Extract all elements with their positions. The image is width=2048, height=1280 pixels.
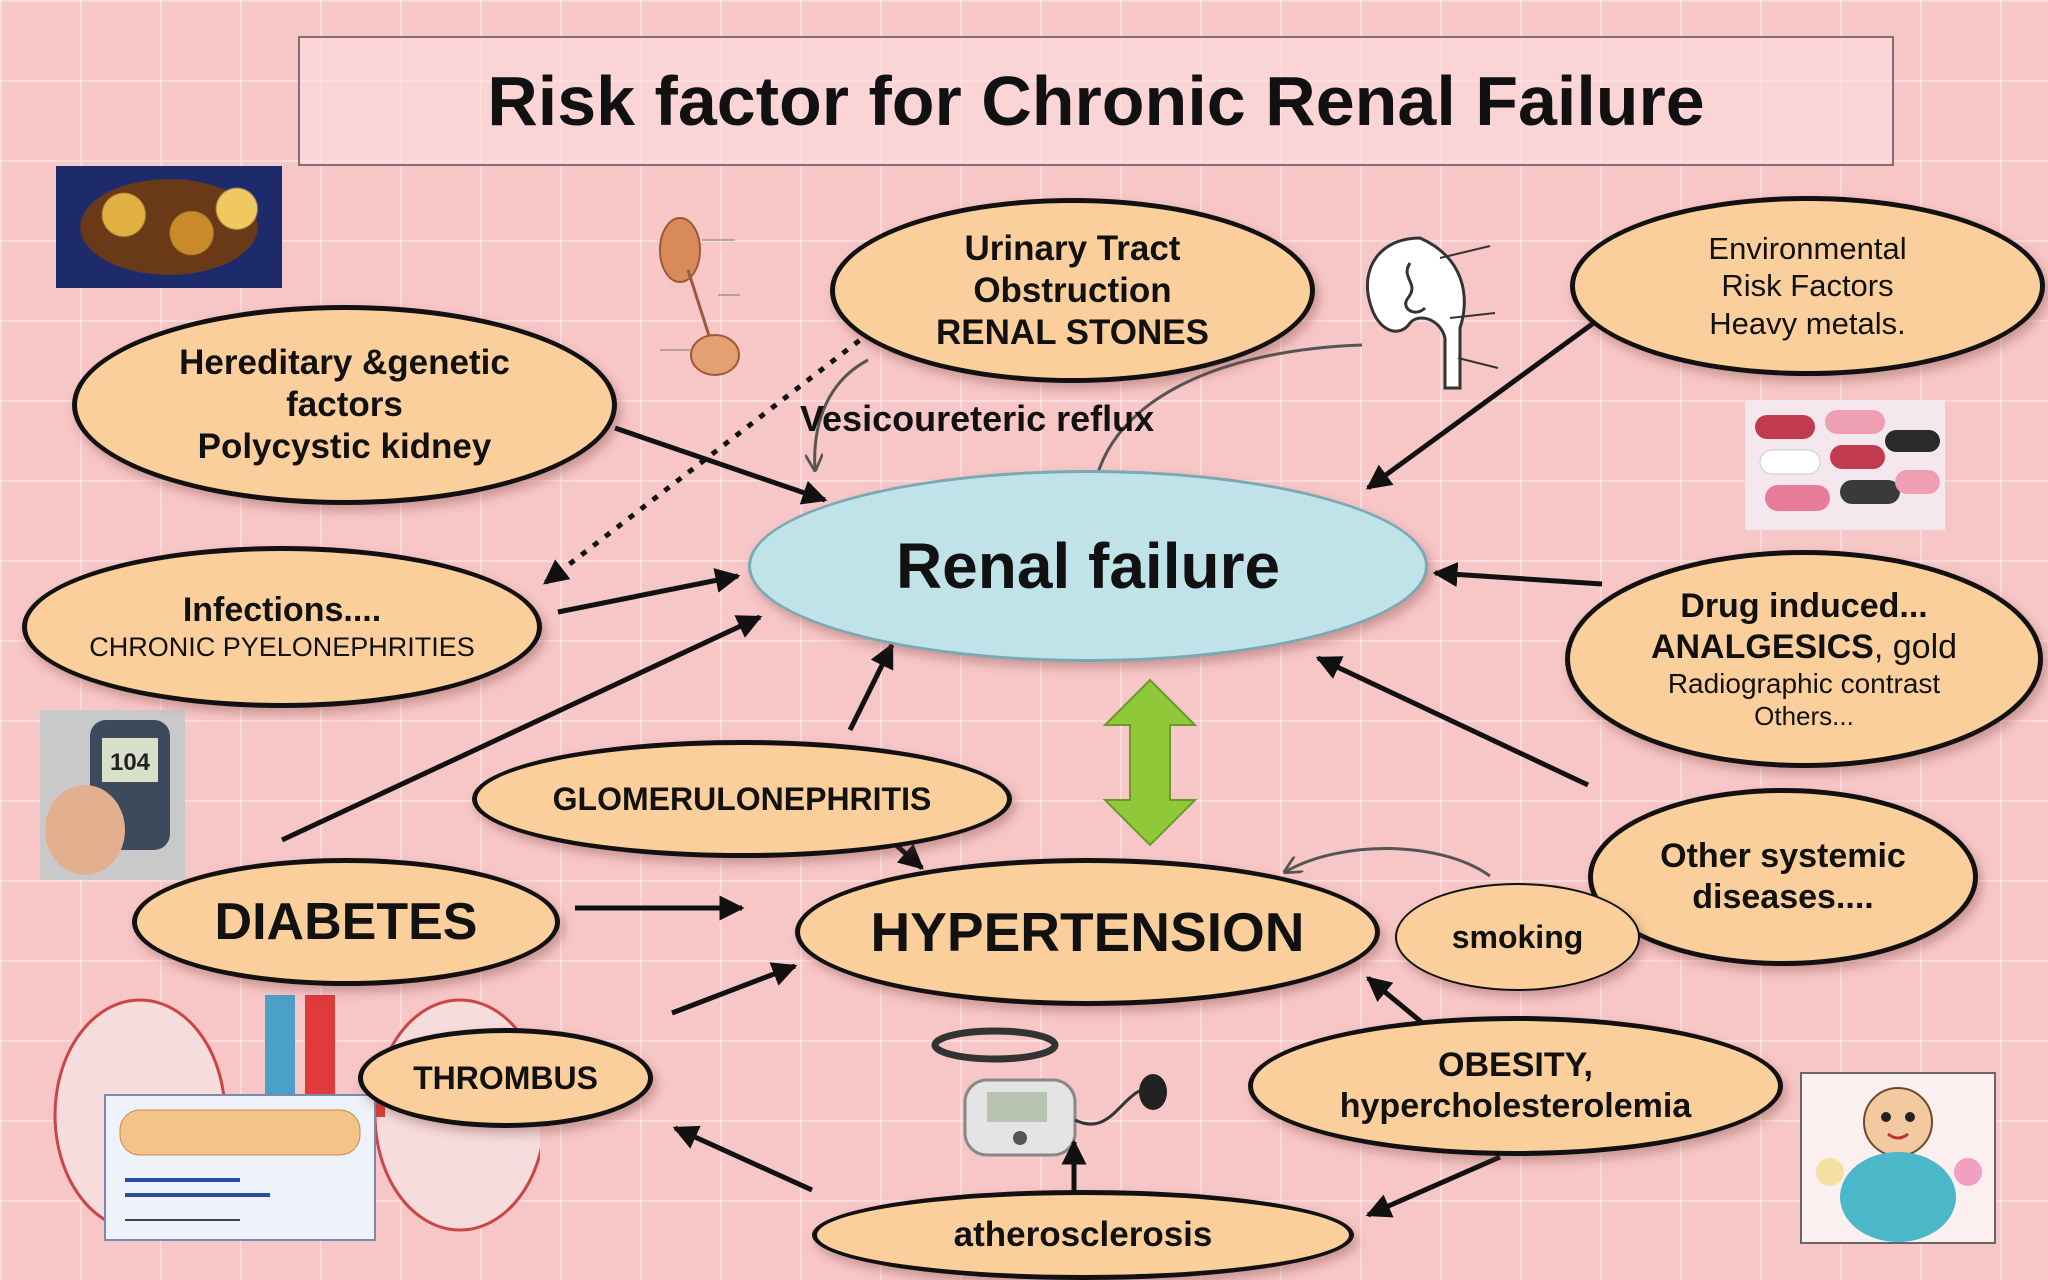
node-obesity-line1: OBESITY, <box>1438 1046 1593 1085</box>
node-diabetes: DIABETES <box>132 858 560 986</box>
node-atherosclerosis-label: atherosclerosis <box>953 1215 1213 1254</box>
node-environmental-line3: Heavy metals. <box>1709 305 1906 341</box>
node-glomerulonephritis: GLOMERULONEPHRITIS <box>472 740 1012 858</box>
arrow-thrombus-to-hypertension <box>671 962 798 1016</box>
node-urinary-line3: RENAL STONES <box>936 312 1209 352</box>
node-urinary-line2: Obstruction <box>973 270 1172 310</box>
node-diabetes-label: DIABETES <box>214 892 478 951</box>
arrow-diabetes-to-renal <box>280 614 763 843</box>
node-urinary-tract: Urinary Tract Obstruction RENAL STONES <box>830 198 1315 383</box>
glucose-meter-photo: 104 <box>40 710 185 880</box>
arrow-obesity-to-hypertension <box>1366 976 1427 1027</box>
node-thrombus-label: THROMBUS <box>413 1059 598 1096</box>
node-hereditary: Hereditary &genetic factors Polycystic k… <box>72 305 617 505</box>
node-infections-line1: Infections.... <box>182 591 382 630</box>
obese-child-cartoon <box>1800 1072 1996 1244</box>
node-environmental-line1: Environmental <box>1708 231 1907 267</box>
node-infections: Infections.... CHRONIC PYELONEPHRITIES <box>22 546 542 708</box>
node-thrombus: THROMBUS <box>358 1028 653 1128</box>
node-urinary-line1: Urinary Tract <box>964 228 1181 268</box>
label-vesicoureteric-reflux: Vesicoureteric reflux <box>800 398 1155 439</box>
node-smoking: smoking <box>1395 883 1640 991</box>
curve-urinary-to-renal <box>815 358 869 470</box>
node-drug-line3: Radiographic contrast <box>1667 668 1941 700</box>
arrow-drug-to-renal <box>1432 562 1603 587</box>
node-hypertension-label: HYPERTENSION <box>870 901 1305 963</box>
node-hypertension: HYPERTENSION <box>795 858 1380 1006</box>
node-drug-line1: Drug induced... <box>1680 586 1928 625</box>
arrow-obesity-to-athero <box>1365 1154 1502 1218</box>
node-systemic-line2: diseases.... <box>1692 878 1874 916</box>
arrow-athero-to-thrombus <box>672 1125 814 1193</box>
node-infections-line2: CHRONIC PYELONEPHRITIES <box>89 632 475 663</box>
node-drug-analgesics: ANALGESICS <box>1650 627 1874 666</box>
node-drug-induced: Drug induced... ANALGESICS, gold Radiogr… <box>1565 550 2043 768</box>
node-environmental: Environmental Risk Factors Heavy metals. <box>1570 196 2045 376</box>
arrow-systemic-to-renal <box>1315 655 1590 788</box>
node-drug-gold: , gold <box>1873 627 1958 666</box>
curve-smoking-to-hypertension <box>1285 847 1491 878</box>
node-drug-line2: ANALGESICS, gold <box>1651 627 1957 668</box>
urinary-tract-diagram-icon <box>659 217 740 376</box>
arrow-infections-to-renal <box>557 568 741 615</box>
blood-pressure-monitor-icon <box>931 1027 1167 1157</box>
node-obesity: OBESITY, hypercholesterolemia <box>1248 1016 1783 1156</box>
node-systemic-line1: Other systemic <box>1660 837 1906 876</box>
bidirectional-arrow <box>1102 678 1198 847</box>
page-title: Risk factor for Chronic Renal Failure <box>487 62 1705 140</box>
arrow-environmental-to-renal <box>1365 319 1597 491</box>
kidney-cross-section-icon <box>1365 236 1499 390</box>
node-obesity-line2: hypercholesterolemia <box>1339 1087 1692 1125</box>
node-hereditary-line2: factors <box>286 385 403 424</box>
arrow-hereditary-to-renal <box>614 425 828 505</box>
node-environmental-line2: Risk Factors <box>1721 268 1894 304</box>
curve-kidney-to-renal <box>1092 343 1363 503</box>
pills-photo <box>1745 400 1945 530</box>
title-box: Risk factor for Chronic Renal Failure <box>298 36 1894 166</box>
arrow-glomerulo-to-renal <box>847 642 895 732</box>
node-smoking-label: smoking <box>1451 918 1584 955</box>
node-drug-line4: Others... <box>1754 701 1854 731</box>
node-glomerulonephritis-label: GLOMERULONEPHRITIS <box>552 780 932 817</box>
svg-text:104: 104 <box>110 749 151 776</box>
kidney-specimen-photo <box>56 166 282 288</box>
node-atherosclerosis: atherosclerosis <box>812 1190 1354 1280</box>
node-renal-failure: Renal failure <box>748 470 1428 662</box>
node-other-systemic: Other systemic diseases.... <box>1588 788 1978 966</box>
node-hereditary-line1: Hereditary &genetic <box>179 343 510 382</box>
node-renal-failure-label: Renal failure <box>895 529 1281 602</box>
node-hereditary-line3: Polycystic kidney <box>197 427 492 466</box>
